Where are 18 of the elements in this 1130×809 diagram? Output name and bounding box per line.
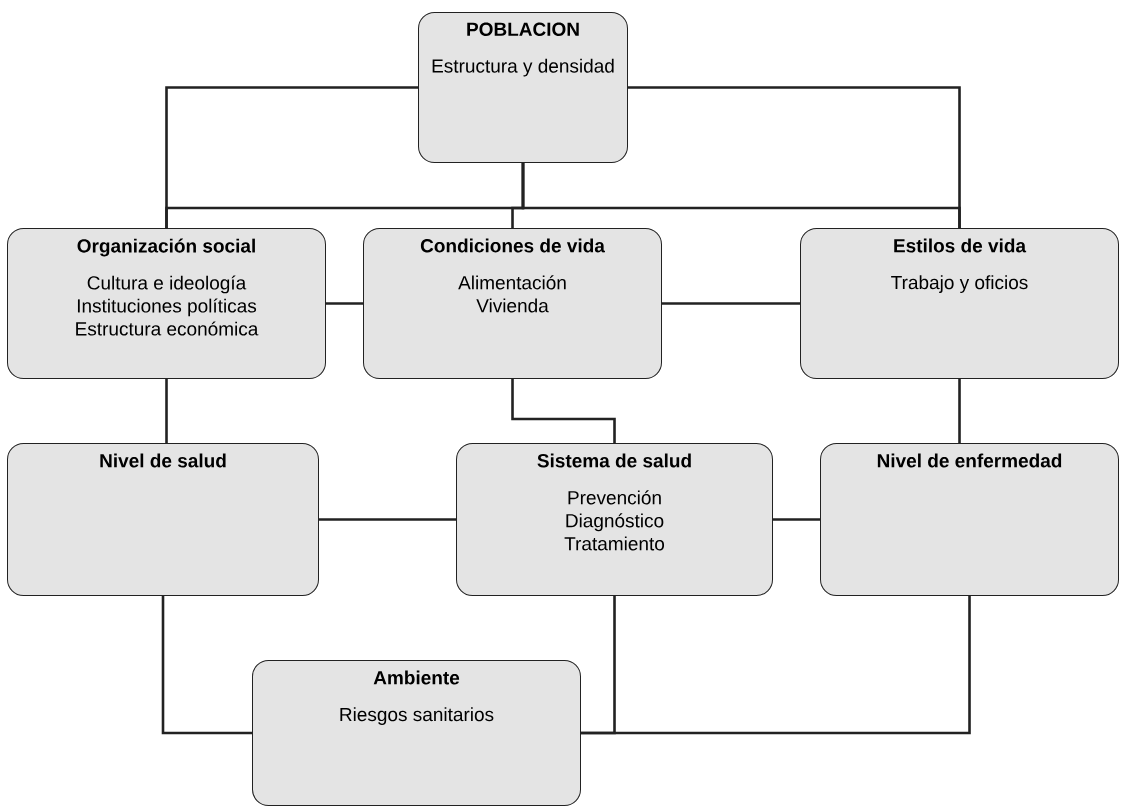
process-box: Nivel de salud — [7, 443, 319, 596]
connector-line — [511, 379, 616, 443]
connector-line — [161, 596, 252, 735]
connector-line — [165, 379, 168, 443]
connector-line — [581, 596, 971, 735]
process-box: Estilos de vida Trabajo y oficios — [800, 228, 1119, 379]
process-box: Ambiente Riesgos sanitarios — [252, 660, 581, 806]
process-box: Condiciones de vida Alimentación Vivienda — [363, 228, 662, 379]
process-box: POBLACION Estructura y densidad — [418, 12, 628, 163]
connector-line — [773, 518, 820, 521]
connector-line — [326, 302, 363, 305]
connector-line — [319, 518, 456, 521]
process-box: Sistema de salud Prevención Diagnóstico Tratamiento — [456, 443, 773, 596]
process-box: Organización social Cultura e ideología Instituciones políticas Estructura económica — [7, 228, 326, 379]
connector-line — [662, 302, 800, 305]
connector-line — [958, 379, 961, 443]
process-box: Nivel de enfermedad — [820, 443, 1119, 596]
connector-line — [521, 163, 961, 228]
